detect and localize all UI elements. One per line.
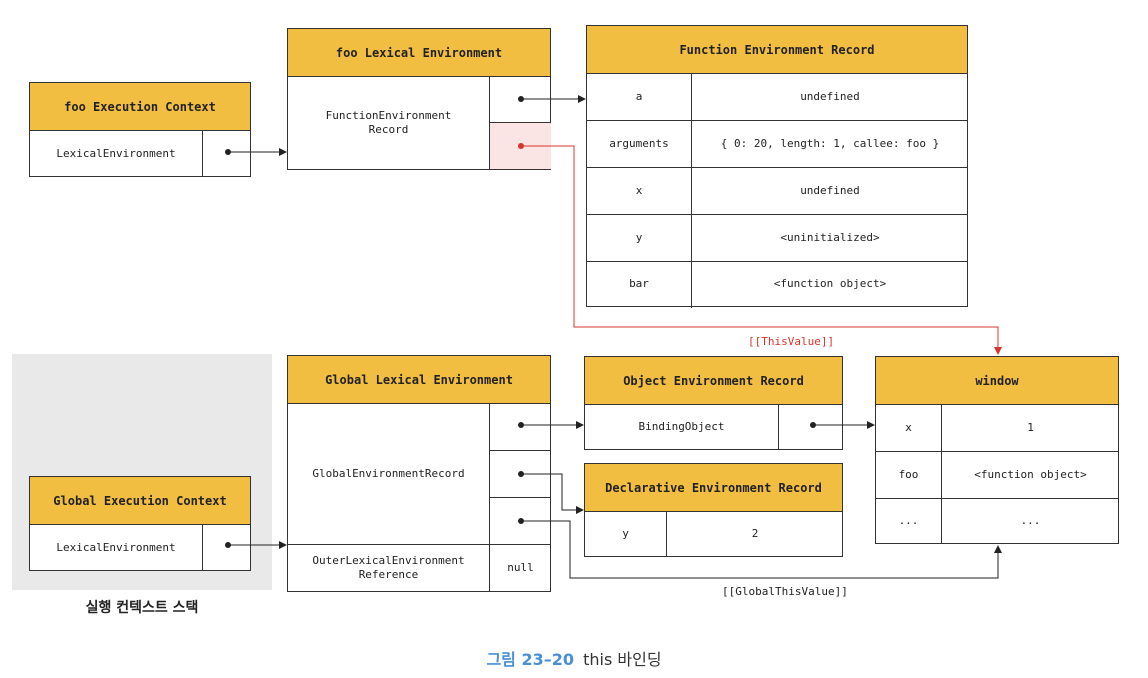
foo-lexical-environment: foo Lexical Environment FunctionEnvironm… <box>287 28 551 170</box>
figure-title: this 바인딩 <box>583 650 662 669</box>
function-environment-record-title: Function Environment Record <box>587 26 967 74</box>
object-environment-record: Object Environment Record BindingObject <box>584 356 843 450</box>
function-environment-record: Function Environment Record a undefined … <box>586 25 968 308</box>
arrow-foo-ec-to-foo-le <box>225 148 287 156</box>
foo-execution-context-title: foo Execution Context <box>30 83 250 131</box>
foo-le-record-label: FunctionEnvironment Record <box>325 108 452 136</box>
fer-value-arguments: { 0: 20, length: 1, callee: foo } <box>720 136 940 150</box>
this-value-label: [[ThisValue]] <box>748 335 835 348</box>
global-this-value-label: [[GlobalThisValue]] <box>722 585 848 598</box>
global-le-record-label: GlobalEnvironmentRecord <box>312 466 465 480</box>
window-key-foo: foo <box>898 467 919 481</box>
foo-lexical-environment-title: foo Lexical Environment <box>288 29 550 77</box>
foo-ec-lexical-environment-label: LexicalEnvironment <box>56 146 176 160</box>
foo-execution-context: foo Execution Context LexicalEnvironment <box>29 82 251 177</box>
der-key-y: y <box>622 527 629 540</box>
arrow-global-ec-to-global-le <box>225 541 287 549</box>
fer-value-x: undefined <box>800 183 860 197</box>
window-object-title: window <box>876 357 1118 405</box>
object-environment-record-title: Object Environment Record <box>585 357 842 405</box>
figure-number: 그림 23–20 <box>486 650 574 669</box>
global-lexical-environment: Global Lexical Environment GlobalEnviron… <box>287 355 551 592</box>
fer-key-x: x <box>635 183 643 197</box>
window-object: window x 1 foo <function object> ... ... <box>875 356 1119 544</box>
der-value-y: 2 <box>751 527 759 540</box>
fer-value-y: <uninitialized> <box>780 230 880 244</box>
window-value-x: 1 <box>1027 420 1034 434</box>
global-le-outer-value: null <box>507 561 534 574</box>
arrow-global-le-to-object-environment-record <box>518 421 584 429</box>
window-key-ellipsis: ... <box>898 514 919 527</box>
fer-key-bar: bar <box>629 277 649 290</box>
fer-value-bar: <function object> <box>773 277 887 290</box>
global-lexical-environment-title: Global Lexical Environment <box>288 356 550 404</box>
window-key-x: x <box>905 420 912 434</box>
fer-key-arguments: arguments <box>609 136 669 150</box>
arrow-foo-le-to-function-environment-record <box>518 95 586 103</box>
arrow-global-le-to-declarative-environment-record <box>518 471 584 514</box>
figure-caption: 그림 23–20 this 바인딩 <box>0 646 1148 670</box>
window-value-ellipsis: ... <box>1020 514 1041 527</box>
fer-key-a: a <box>635 89 643 103</box>
declarative-environment-record: Declarative Environment Record y 2 <box>584 463 843 557</box>
arrow-binding-object-to-window <box>810 421 875 429</box>
fer-key-y: y <box>635 230 643 244</box>
global-execution-context: Global Execution Context LexicalEnvironm… <box>29 476 251 571</box>
window-value-foo: <function object> <box>974 467 1087 481</box>
global-le-outer-reference-label: OuterLexicalEnvironment Reference <box>312 554 465 581</box>
arrow-this-value-to-window <box>518 143 1002 355</box>
execution-context-stack-label: 실행 컨텍스트 스택 <box>85 600 199 616</box>
oer-binding-object-label: BindingObject <box>638 420 725 433</box>
global-execution-context-title: Global Execution Context <box>30 477 250 525</box>
fer-value-a: undefined <box>800 89 860 103</box>
arrow-global-this-value-to-window <box>518 518 1002 579</box>
declarative-environment-record-title: Declarative Environment Record <box>585 464 842 512</box>
global-ec-lexical-environment-label: LexicalEnvironment <box>56 540 176 554</box>
